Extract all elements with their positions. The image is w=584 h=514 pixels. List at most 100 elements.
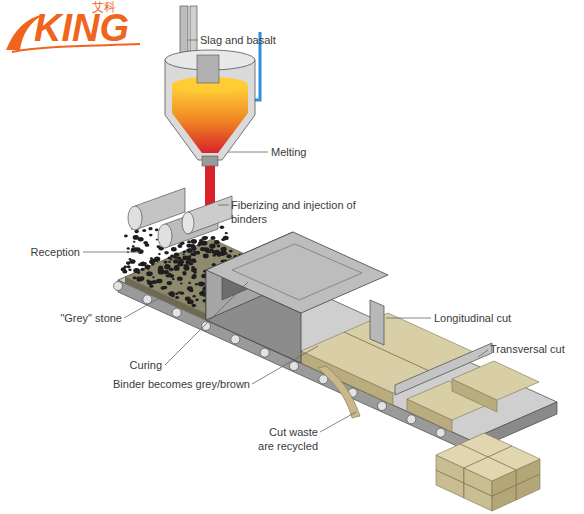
fibre-dot	[194, 275, 197, 277]
fibre-dot	[187, 240, 191, 243]
fibre-dot	[182, 253, 184, 255]
fibre-dot	[223, 247, 226, 249]
roller-end	[182, 212, 194, 234]
fibre-dot	[178, 291, 181, 293]
fibre-dot	[182, 271, 186, 274]
leader-line	[124, 292, 170, 318]
leader-line	[320, 412, 356, 432]
belt-roller	[407, 415, 416, 424]
fibre-dot	[193, 254, 196, 256]
roller-end	[158, 224, 172, 248]
fibre-dot	[200, 247, 205, 251]
leader-line	[218, 205, 229, 206]
fibre-dot	[154, 259, 159, 263]
callout-label: Reception	[20, 245, 80, 259]
fibre-dot	[145, 264, 151, 269]
fibre-dot	[229, 250, 233, 253]
fibre-dot	[151, 258, 154, 261]
fibre-dot	[183, 258, 186, 260]
fibre-dot	[193, 250, 196, 252]
leader-lines	[83, 40, 488, 432]
product-stack	[436, 433, 540, 511]
fibre-dot	[183, 251, 186, 254]
leader-line	[228, 152, 268, 153]
fibre-dot	[157, 245, 161, 248]
leader-line	[252, 346, 318, 384]
fibre-dot	[223, 236, 229, 241]
fibre-dot	[124, 235, 128, 238]
callout-label: Longitudinal cut	[434, 311, 544, 325]
roller-end	[128, 206, 142, 230]
fibre-dot	[191, 258, 196, 262]
fibre-dot	[149, 234, 153, 237]
fibre-dot	[142, 229, 146, 232]
box-top	[464, 457, 516, 481]
fibre-dot	[165, 274, 168, 277]
fibre-dot	[212, 254, 215, 257]
fibre-dot	[191, 239, 197, 244]
fibre-dot	[188, 259, 191, 261]
belt-roller	[231, 335, 240, 344]
fibre-dot	[154, 256, 160, 261]
fibre-dot	[177, 244, 182, 248]
callout-label: Fiberizing and injection of binders	[231, 198, 361, 226]
fibre-dot	[203, 254, 209, 259]
fibre-dot	[127, 265, 131, 268]
cut-waste-strip	[318, 366, 360, 418]
belt-roller	[202, 322, 211, 331]
fibre-dot	[148, 227, 152, 230]
fibre-dot	[195, 283, 198, 285]
fibre-dot	[147, 268, 150, 270]
fibre-dot	[170, 259, 173, 261]
fibre-dot	[127, 247, 130, 249]
fibre-dot	[217, 253, 221, 256]
roller-body	[188, 196, 232, 234]
molten-rock	[172, 85, 248, 153]
fibre-dot	[175, 296, 179, 299]
fibre-dot	[160, 286, 165, 290]
fibre-dot	[146, 271, 153, 276]
product-box	[464, 457, 516, 496]
fibre-dot	[151, 263, 154, 265]
leader-line	[478, 350, 488, 357]
fibre-dot	[163, 270, 169, 274]
callout-label: Cut waste are recycled	[254, 425, 318, 453]
fibre-dot	[123, 266, 126, 269]
fibre-dot	[192, 295, 195, 298]
longitudinal-blade	[370, 300, 384, 345]
belt-roller	[172, 308, 181, 317]
fibre-dot	[164, 261, 168, 264]
fibre-dot	[173, 259, 179, 263]
fibre-dot	[140, 262, 146, 267]
nozzle	[202, 156, 218, 166]
oven-top	[206, 232, 388, 313]
inner-pipe	[197, 55, 219, 83]
fibre-dot	[133, 268, 140, 273]
fibre-dot	[171, 294, 175, 297]
fibre-dot	[138, 237, 144, 241]
fibre-dot	[191, 245, 196, 249]
fibre-dot	[183, 264, 189, 268]
belt-roller	[260, 348, 269, 357]
fibre-dot	[172, 278, 175, 280]
belt-roller	[143, 295, 152, 304]
fibre-dot	[158, 267, 164, 272]
fibre-dot	[217, 245, 221, 248]
fibre-dot	[168, 261, 171, 263]
callout-label: Transversal cut	[490, 342, 582, 356]
fibre-dot	[187, 286, 193, 291]
fibre-dot	[185, 296, 191, 300]
fibre-dot	[166, 275, 169, 278]
cut-line	[344, 332, 436, 374]
logo-text: KING	[34, 8, 154, 48]
leader-line	[165, 282, 248, 365]
fibre-dot	[198, 281, 204, 286]
fibre-dot	[197, 243, 201, 246]
leader-line	[386, 318, 431, 319]
fibre-dot	[126, 261, 131, 265]
fibre-dot	[164, 264, 171, 269]
fibre-dot	[224, 252, 228, 255]
belt-roller	[290, 362, 299, 371]
